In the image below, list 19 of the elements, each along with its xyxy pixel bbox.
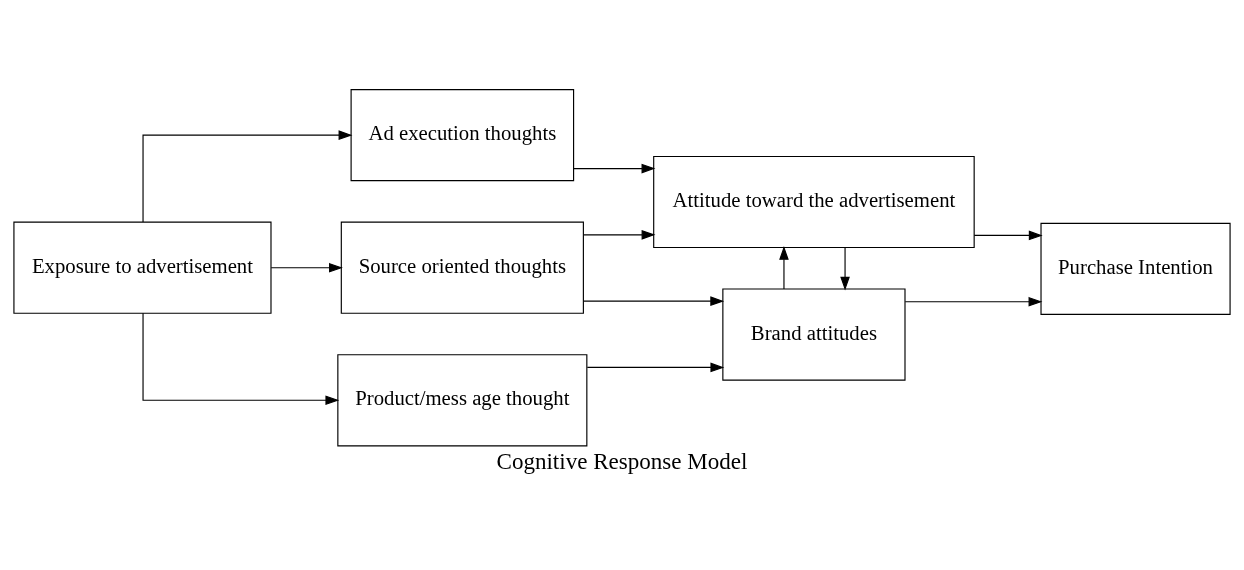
- arrow: [586, 362, 725, 373]
- arrow: [583, 296, 725, 306]
- arrow: [973, 230, 1043, 241]
- arrow: [142, 130, 353, 223]
- node-box: Ad execution thoughts: [350, 89, 575, 182]
- arrow: [142, 312, 340, 406]
- arrow: [573, 163, 656, 174]
- caption: Cognitive Response Model: [496, 447, 748, 474]
- node-box: Exposure to advertisement: [13, 221, 272, 314]
- arrow: [904, 296, 1043, 307]
- arrow: [270, 262, 343, 273]
- node-box: Purchase Intention: [1040, 222, 1231, 315]
- arrow: [840, 247, 850, 291]
- arrow: [779, 245, 789, 290]
- node-box: Source oriented thoughts: [340, 221, 584, 314]
- node-box: Brand attitudes: [722, 288, 906, 381]
- node-box: Product/mess age thought: [337, 354, 588, 447]
- node-box: Attitude toward the advertisement: [653, 155, 975, 249]
- arrow: [583, 230, 656, 240]
